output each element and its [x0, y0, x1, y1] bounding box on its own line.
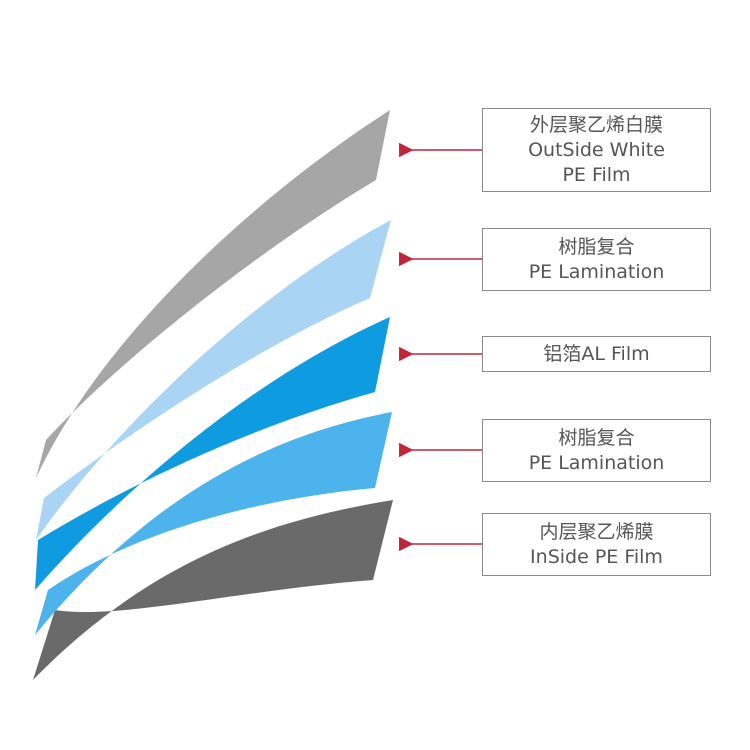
inner-pe-layer [33, 500, 393, 680]
pe-lamination-bottom-layer [35, 412, 392, 635]
label-line: PE Lamination [528, 451, 665, 474]
al-film-layer [35, 317, 390, 590]
label-line: 树脂复合 [558, 235, 635, 258]
label-line: 外层聚乙烯白膜 [529, 113, 663, 136]
label-line: PE Lamination [528, 260, 665, 283]
label-pe-lamination-1: 树脂复合 PE Lamination [482, 228, 711, 291]
label-line: 树脂复合 [558, 426, 635, 449]
label-inner-pe: 内层聚乙烯膜 InSide PE Film [482, 513, 711, 576]
outer-white-pe-layer [36, 110, 390, 478]
label-al-film: 铝箔AL Film [482, 336, 711, 372]
label-outer-white-pe: 外层聚乙烯白膜 OutSide White PE Film [482, 108, 711, 192]
pe-lamination-top-layer [36, 220, 391, 540]
label-pe-lamination-2: 树脂复合 PE Lamination [482, 419, 711, 482]
label-line: PE Film [562, 163, 631, 186]
label-line: OutSide White [528, 138, 665, 161]
label-line: 铝箔AL Film [543, 342, 650, 365]
label-line: 内层聚乙烯膜 [539, 520, 654, 543]
label-line: InSide PE Film [530, 545, 663, 568]
